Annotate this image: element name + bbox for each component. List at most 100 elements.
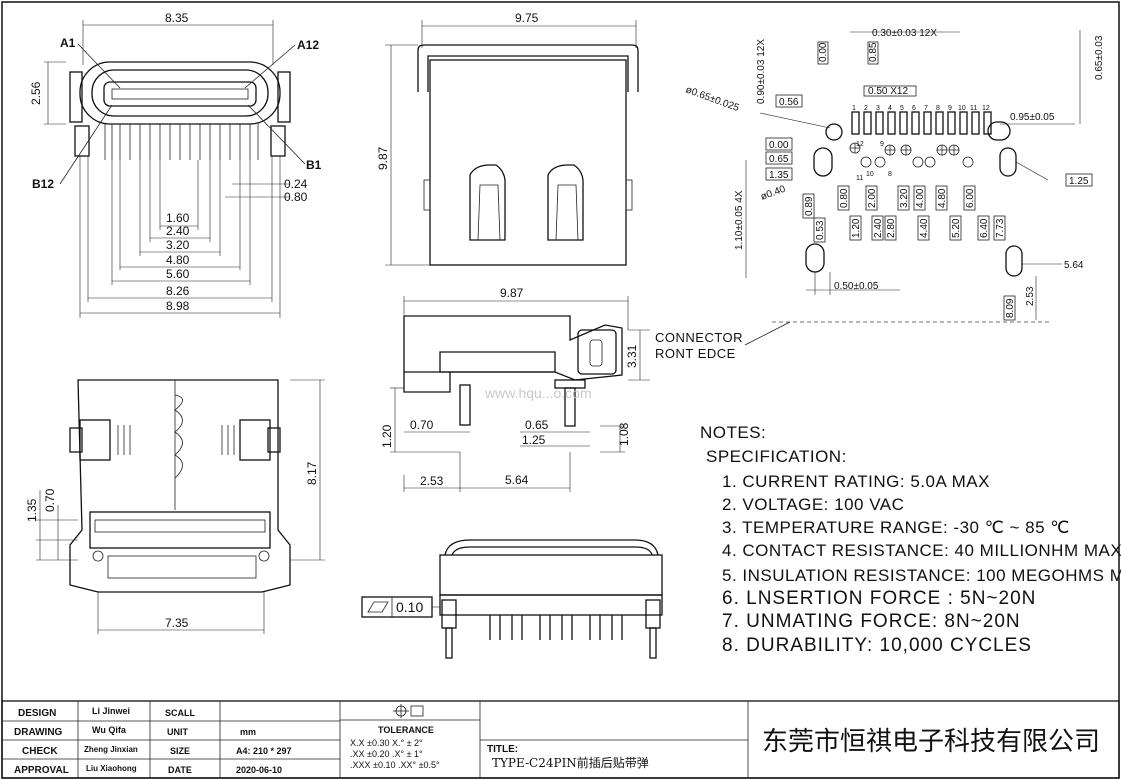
label-a1: A1 bbox=[60, 36, 76, 50]
dim-4-80-v: 4.80 bbox=[937, 188, 948, 208]
dim-0-70-vert: 0.70 bbox=[43, 488, 57, 512]
dim-4-00-v: 4.00 bbox=[915, 188, 926, 208]
flatness-value: 0.10 bbox=[396, 599, 423, 615]
tb-key-size: SIZE bbox=[170, 746, 190, 756]
tb-key-unit: UNIT bbox=[167, 727, 188, 737]
note-item-4: 4. CONTACT RESISTANCE: 40 MILLIONHM MAX bbox=[722, 541, 1121, 560]
dim-0-70: 0.70 bbox=[410, 418, 434, 432]
dim-2-40: 2.40 bbox=[166, 224, 190, 238]
tb-value-size: A4: 210 * 297 bbox=[236, 746, 292, 756]
pin-3: 3 bbox=[876, 105, 880, 112]
dim-1-20: 1.20 bbox=[380, 424, 394, 448]
notes-heading: NOTES: bbox=[700, 423, 766, 442]
side-view: 9.87 3.31 www.hqu...o.com 1.20 0.70 0.65… bbox=[380, 286, 650, 492]
dim-2-56: 2.56 bbox=[29, 81, 43, 105]
dim-2-40-v: 2.40 bbox=[873, 218, 884, 238]
dim-2-00-v: 2.00 bbox=[867, 188, 878, 208]
title-value: TYPE-C24PIN前插后贴带弹 bbox=[492, 755, 649, 770]
top-view: 9.75 9.87 bbox=[376, 11, 639, 266]
note-item-5: 5. INSULATION RESISTANCE: 100 MEGOHMS MI… bbox=[722, 566, 1121, 585]
dim-6-40-v: 6.40 bbox=[979, 218, 990, 238]
dim-1-20-v: 1.20 bbox=[851, 218, 862, 238]
dim-0-65-vert: 0.65±0.03 bbox=[1094, 35, 1105, 80]
dim-3-31: 3.31 bbox=[625, 344, 639, 368]
tb-role-design: DESIGN bbox=[18, 708, 56, 719]
pin-5: 5 bbox=[900, 105, 904, 112]
dim-1-25: 1.25 bbox=[522, 433, 546, 447]
dim-0-90: 0.90±0.03 12X bbox=[756, 39, 767, 104]
tb-name-design: Li Jinwei bbox=[92, 706, 130, 716]
tb-name-drawing: Wu Qifa bbox=[92, 725, 127, 735]
dim-0-00-top: 0.00 bbox=[818, 42, 829, 62]
dim-5-20-v: 5.20 bbox=[951, 218, 962, 238]
dim-8-26: 8.26 bbox=[166, 284, 190, 298]
bottom-view: 8.17 1.35 0.70 7.35 bbox=[25, 379, 325, 634]
label-b12: B12 bbox=[32, 177, 54, 191]
tb-key-scale: SCALL bbox=[165, 708, 195, 718]
pin-1: 1 bbox=[852, 105, 856, 112]
pin-12: 12 bbox=[982, 105, 990, 112]
dim-8-17: 8.17 bbox=[305, 461, 319, 485]
front-view: 8.35 2.56 A1 A12 B1 bbox=[29, 11, 322, 318]
dim-1-35-left: 1.35 bbox=[769, 170, 789, 181]
watermark: www.hqu...o.com bbox=[484, 385, 592, 401]
dim-3-20: 3.20 bbox=[166, 238, 190, 252]
via-11: 11 bbox=[856, 175, 863, 182]
dim-1-35: 1.35 bbox=[25, 498, 39, 522]
note-item-6: 6. LNSERTION FORCE : 5N~20N bbox=[722, 588, 1036, 609]
tolerance-line-1: X.X ±0.30 X.° ± 2° bbox=[350, 738, 423, 748]
tolerance-line-2: .XX ±0.20 .X° ± 1° bbox=[350, 749, 423, 759]
dim-0-80-v: 0.80 bbox=[839, 188, 850, 208]
via-8: 8 bbox=[888, 171, 892, 178]
dim-0-53: 0.53 bbox=[815, 220, 826, 240]
dim-4-40-v: 4.40 bbox=[919, 218, 930, 238]
dim-8-35: 8.35 bbox=[165, 11, 189, 25]
dim-1-10: 1.10±0.05 4X bbox=[734, 190, 745, 250]
tb-value-date: 2020-06-10 bbox=[236, 765, 282, 775]
pin-2: 2 bbox=[864, 105, 868, 112]
dim-0-80: 0.80 bbox=[284, 190, 308, 204]
dim-4-80: 4.80 bbox=[166, 253, 190, 267]
dim-5-64: 5.64 bbox=[505, 473, 529, 487]
dim-d0-65: ø0.65±0.025 bbox=[684, 84, 741, 114]
dim-7-73-v: 7.73 bbox=[995, 218, 1006, 238]
notes-block: NOTES: SPECIFICATION: 1. CURRENT RATING:… bbox=[700, 423, 1121, 656]
note-item-2: 2. VOLTAGE: 100 VAC bbox=[722, 495, 904, 514]
dim-9-87-horiz: 9.87 bbox=[500, 286, 524, 300]
pin-9: 9 bbox=[948, 105, 952, 112]
dim-0-00-left: 0.00 bbox=[769, 140, 789, 151]
dim-8-98: 8.98 bbox=[166, 299, 190, 313]
pin-7: 7 bbox=[924, 105, 928, 112]
dim-0-95: 0.95±0.05 bbox=[1010, 112, 1055, 123]
dim-0-50-bottom: 0.50±0.05 bbox=[834, 281, 879, 292]
dim-0-50-x12: 0.50 X12 bbox=[868, 86, 908, 97]
tb-key-date: DATE bbox=[168, 765, 192, 775]
pin-8: 8 bbox=[936, 105, 940, 112]
tb-role-drawing: DRAWING bbox=[14, 727, 63, 738]
dim-5-64-pcb: 5.64 bbox=[1064, 260, 1084, 271]
dim-1-25-right: 1.25 bbox=[1069, 176, 1089, 187]
dim-2-53: 2.53 bbox=[420, 474, 444, 488]
label-a12: A12 bbox=[297, 38, 319, 52]
tb-role-check: CHECK bbox=[22, 746, 58, 757]
dim-5-60: 5.60 bbox=[166, 267, 190, 281]
pin-11: 11 bbox=[970, 105, 977, 112]
note-item-3: 3. TEMPERATURE RANGE: -30 ℃ ~ 85 ℃ bbox=[722, 518, 1070, 537]
pin-4: 4 bbox=[888, 105, 892, 112]
notes-subheading: SPECIFICATION: bbox=[706, 447, 847, 466]
note-item-7: 7. UNMATING FORCE: 8N~20N bbox=[722, 611, 1021, 632]
dim-d0-40: ø0.40 bbox=[759, 184, 787, 203]
dim-1-08: 1.08 bbox=[617, 422, 631, 446]
tolerance-line-3: .XXX ±0.10 .XX° ±0.5° bbox=[350, 760, 440, 770]
dim-0-65-left: 0.65 bbox=[769, 154, 789, 165]
projection-symbol-icon bbox=[393, 704, 424, 718]
dim-8-09-pcb: 8.09 bbox=[1005, 298, 1016, 318]
dim-0-56: 0.56 bbox=[779, 97, 799, 108]
dim-0-85-top: 0.85 bbox=[868, 42, 879, 62]
tb-value-unit: mm bbox=[240, 727, 256, 737]
dim-6-00-v: 6.00 bbox=[965, 188, 976, 208]
pcb-layout: 1 2 3 4 5 6 7 8 9 10 11 12 bbox=[655, 28, 1105, 361]
dim-2-53-pcb: 2.53 bbox=[1025, 286, 1036, 306]
